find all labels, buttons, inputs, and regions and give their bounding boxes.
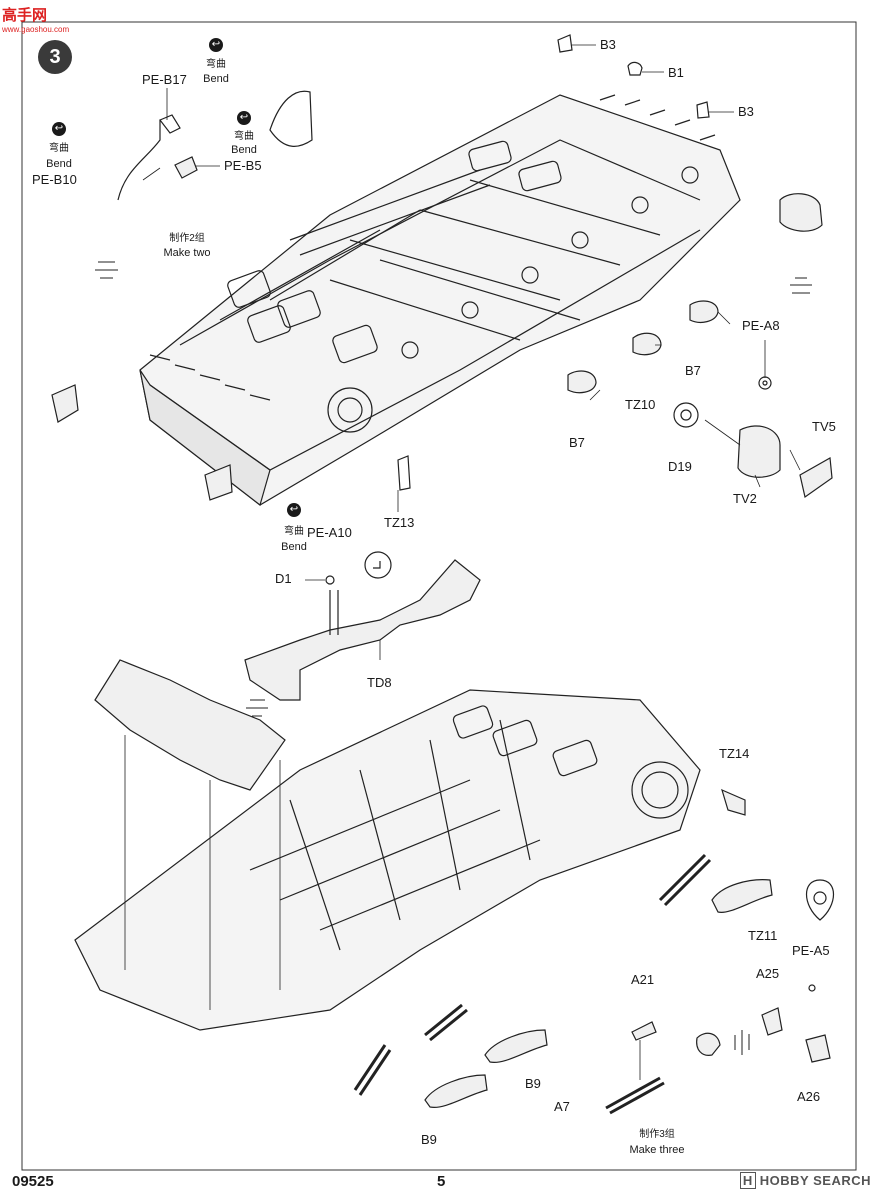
part-label: PE-A8 <box>742 318 780 333</box>
part-label: TV5 <box>812 419 836 434</box>
part-label: A21 <box>631 972 655 987</box>
part-label: A25 <box>756 966 780 981</box>
part-label: B3 <box>738 104 754 119</box>
make-three-cn-label: 制作3组 <box>639 1129 675 1140</box>
part-label: TZ13 <box>384 515 415 530</box>
upper-hull-illustration <box>51 34 833 512</box>
bend-en-label: Bend <box>281 541 307 553</box>
part-label: PE-A10 <box>307 525 352 540</box>
site-logo: 高手网 www.gaoshou.com <box>2 4 69 34</box>
part-label: TZ10 <box>625 397 656 412</box>
part-label: D1 <box>275 571 292 586</box>
bend-icon: ↩ <box>209 38 223 52</box>
make-two-en-label: Make two <box>163 247 211 259</box>
part-label: B3 <box>600 37 616 52</box>
bend-cn-label: 弯曲 <box>284 526 304 537</box>
step-number-badge: 3 <box>38 40 72 74</box>
logo-text: 高手网 <box>2 7 48 24</box>
td8-bracket-illustration <box>244 551 481 701</box>
part-label: PE-B10 <box>32 172 77 187</box>
make-three-en-label: Make three <box>629 1144 685 1156</box>
part-label: B9 <box>525 1076 541 1091</box>
watermark-mark: H <box>739 1172 756 1189</box>
part-label: PE-B5 <box>224 158 262 173</box>
bend-en-label: Bend <box>46 158 72 170</box>
part-label: B7 <box>569 435 585 450</box>
make-two-cn-label: 制作2组 <box>169 233 205 244</box>
bend-en-label: Bend <box>231 144 257 156</box>
part-label: TV2 <box>733 491 757 506</box>
part-label: A26 <box>797 1089 821 1104</box>
part-label: TD8 <box>367 675 392 690</box>
part-label: D19 <box>668 459 692 474</box>
part-label: PE-A5 <box>792 943 830 958</box>
bend-cn-label: 弯曲 <box>234 131 254 142</box>
lower-hull-illustration <box>74 261 834 1115</box>
bend-icon: ↩ <box>237 111 251 125</box>
part-label: TZ11 <box>748 928 778 943</box>
part-label: B9 <box>421 1132 437 1147</box>
bend-cn-label: 弯曲 <box>49 143 69 154</box>
bend-icon: ↩ <box>52 122 66 136</box>
logo-subtext: www.gaoshou.com <box>2 25 70 34</box>
page-frame <box>21 21 857 1171</box>
bend-cn-label: 弯曲 <box>206 59 226 70</box>
part-label: PE-B17 <box>142 72 187 87</box>
part-label: B1 <box>668 65 684 80</box>
watermark-text: HOBBY SEARCH <box>759 1173 871 1188</box>
bend-en-label: Bend <box>203 73 229 85</box>
bend-icon: ↩ <box>287 503 301 517</box>
part-label: A7 <box>554 1099 570 1114</box>
catalog-number: 09525 <box>12 1173 54 1190</box>
part-label: B7 <box>685 363 701 378</box>
part-label: TZ14 <box>719 746 750 761</box>
page-number: 5 <box>437 1173 446 1190</box>
